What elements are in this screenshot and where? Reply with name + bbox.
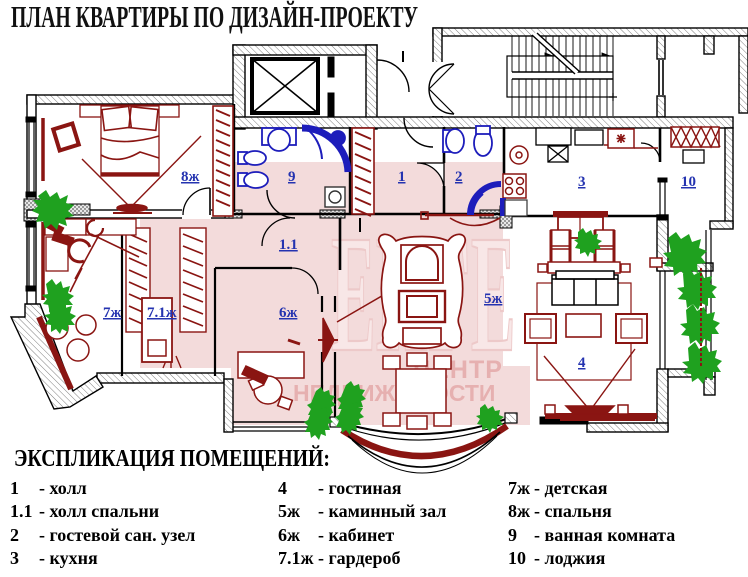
svg-text:1.1: 1.1 <box>279 237 298 253</box>
svg-text:8ж: 8ж <box>508 501 531 521</box>
svg-text:6ж: 6ж <box>279 305 298 321</box>
svg-text:7ж: 7ж <box>508 478 531 498</box>
svg-text:1: 1 <box>398 169 406 185</box>
svg-text:10: 10 <box>681 174 696 190</box>
svg-text:ЭКСПЛИКАЦИЯ ПОМЕЩЕНИЙ:: ЭКСПЛИКАЦИЯ ПОМЕЩЕНИЙ: <box>14 446 330 472</box>
svg-text:- спальня: - спальня <box>534 501 612 521</box>
svg-text:3: 3 <box>10 548 19 568</box>
svg-text:3: 3 <box>578 174 586 190</box>
svg-text:10: 10 <box>508 548 526 568</box>
svg-text:7.1ж: 7.1ж <box>278 548 315 568</box>
svg-text:- гардероб: - гардероб <box>318 548 401 568</box>
svg-text:2: 2 <box>10 525 19 545</box>
svg-text:- холл спальни: - холл спальни <box>39 501 159 521</box>
svg-text:- лоджия: - лоджия <box>534 548 606 568</box>
svg-text:2: 2 <box>455 169 463 185</box>
svg-text:5ж: 5ж <box>484 291 503 307</box>
svg-text:- каминный зал: - каминный зал <box>318 501 446 521</box>
svg-text:4: 4 <box>278 478 287 498</box>
svg-text:- гостевой сан. узел: - гостевой сан. узел <box>39 525 195 545</box>
svg-text:9: 9 <box>508 525 517 545</box>
svg-text:- детская: - детская <box>534 478 608 498</box>
svg-text:- кухня: - кухня <box>39 548 98 568</box>
svg-text:5ж: 5ж <box>278 501 301 521</box>
svg-text:- ванная комната: - ванная комната <box>534 525 675 545</box>
svg-text:7ж: 7ж <box>103 305 122 321</box>
svg-text:1: 1 <box>10 478 19 498</box>
svg-text:ПЛАН КВАРТИРЫ ПО ДИЗАЙН-ПРОЕКТ: ПЛАН КВАРТИРЫ ПО ДИЗАЙН-ПРОЕКТУ <box>11 0 418 34</box>
svg-text:6ж: 6ж <box>278 525 301 545</box>
svg-text:1.1: 1.1 <box>10 501 33 521</box>
svg-text:7.1ж: 7.1ж <box>147 305 177 321</box>
svg-text:- гостиная: - гостиная <box>318 478 402 498</box>
svg-text:4: 4 <box>578 355 586 371</box>
svg-text:- кабинет: - кабинет <box>318 525 394 545</box>
svg-text:- холл: - холл <box>39 478 87 498</box>
svg-text:9: 9 <box>288 169 296 185</box>
svg-text:8ж: 8ж <box>181 169 200 185</box>
